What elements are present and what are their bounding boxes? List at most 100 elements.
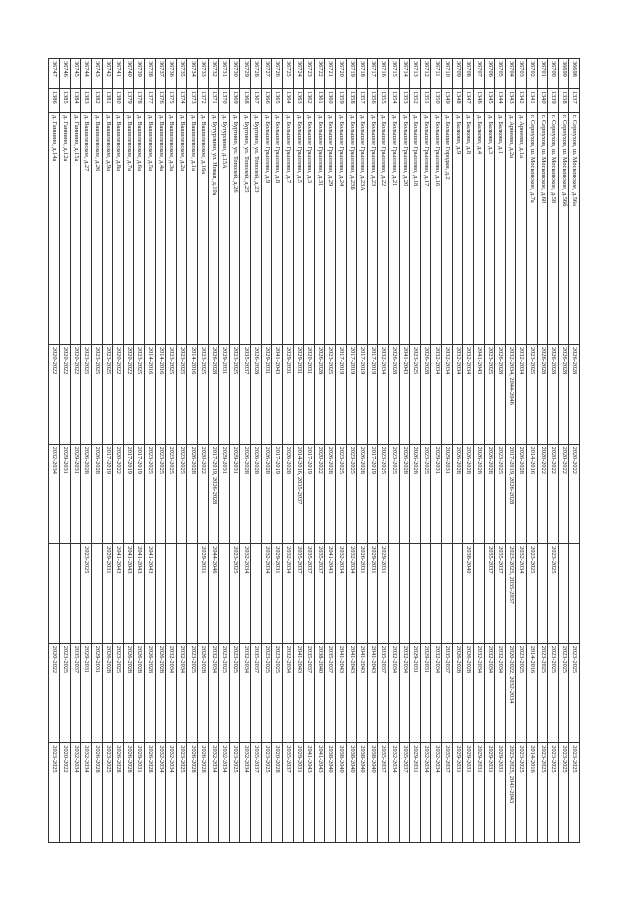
period-cell-3 (250, 543, 262, 644)
period-cell-4: 2032-2034 (282, 643, 294, 743)
row-number-cell: 1354 (388, 88, 400, 113)
period-cell-4: 2035-2037 (303, 643, 315, 743)
period-cell-3 (452, 543, 463, 644)
address-cell: д. Ганнино, д.12а (59, 112, 71, 345)
period-cell-3: 2032-2034 (240, 543, 251, 644)
row-id-cell: 36721 (324, 58, 336, 89)
row-id-cell: 36716 (377, 58, 389, 89)
period-cell-2: 2020-2022 (112, 444, 124, 544)
period-cell-4: 2026-2028 (133, 643, 145, 743)
period-cell-5: 2023-2025 (48, 742, 60, 843)
row-id-cell: 36701 (537, 58, 548, 89)
period-cell-1: 2041-2043 (473, 344, 485, 445)
period-cell-4: 2026-2028 (102, 643, 113, 743)
period-cell-5: 2026-2028 (91, 742, 103, 843)
row-number-cell: 1345 (484, 88, 495, 113)
period-cell-3 (420, 543, 431, 644)
period-cell-5: 2038-2040 (356, 742, 368, 843)
row-number-cell: 1378 (133, 88, 145, 113)
period-cell-3 (537, 543, 548, 644)
address-cell: д. Вашилевское, д.1а (186, 112, 198, 345)
period-cell-3: 2041-2043 (123, 543, 134, 644)
period-cell-2: 2020-2022 (197, 444, 209, 544)
period-cell-3 (441, 543, 453, 644)
row-number-cell: 1385 (59, 88, 71, 113)
row-id-cell: 36737 (155, 58, 166, 89)
period-cell-4: 2020-2022, 2032-2034 (505, 643, 516, 743)
row-number-cell: 1349 (441, 88, 453, 113)
period-cell-4: 2023-2025 (547, 643, 559, 743)
period-cell-3: 2041-2043 (144, 543, 156, 644)
period-cell-4: 2032-2034 (430, 643, 442, 743)
row-id-cell: 36735 (176, 58, 187, 89)
row-id-cell: 36742 (102, 58, 113, 89)
row-number-cell: 1342 (515, 88, 527, 113)
period-cell-2: 2029-2031 (229, 444, 240, 544)
row-number-cell: 1343 (505, 88, 516, 113)
address-cell: г. Серпухов, ш. Московское, д.58 (547, 112, 559, 345)
address-cell: д. Вашилевское, д.9а (102, 112, 113, 345)
period-cell-3 (165, 543, 177, 644)
address-cell: д. Большое Грызлово, д.29 (324, 112, 336, 345)
row-number-cell: 1376 (155, 88, 166, 113)
period-cell-3 (59, 543, 71, 644)
row-id-cell: 36711 (430, 58, 442, 89)
period-cell-5: 2032-2034 (420, 742, 431, 843)
period-cell-4: 2032-2034 (208, 643, 219, 743)
period-cell-1: 2041-2043 (271, 344, 283, 445)
period-cell-5: 2023-2025 (515, 742, 527, 843)
row-number-cell: 1360 (324, 88, 336, 113)
period-cell-5: 2023-2025 (537, 742, 548, 843)
row-id-cell: 36739 (133, 58, 145, 89)
period-cell-3 (70, 543, 81, 644)
period-cell-2: 2020-2022 (568, 444, 580, 544)
period-cell-2: 2017-2019 (271, 444, 283, 544)
row-number-cell: 1370 (218, 88, 230, 113)
address-cell: д. Большое Грызлово, д.9 (261, 112, 272, 345)
row-id-cell: 36728 (250, 58, 262, 89)
period-cell-1: 2023-2025 (176, 344, 187, 445)
row-number-cell: 1339 (547, 88, 559, 113)
period-cell-1: 2020-2031 (303, 344, 315, 445)
period-cell-3: 2035-2037 (314, 543, 325, 644)
period-cell-3: 2023-2025 (229, 543, 240, 644)
period-cell-1: 2035-2037 (240, 344, 251, 445)
address-cell: д. Большое Грызлово, д.7 (282, 112, 294, 345)
period-cell-2: 2023-2025 (377, 444, 389, 544)
period-cell-2: 2026-2028 (324, 444, 336, 544)
period-cell-5: 2032-2034 (80, 742, 92, 843)
row-number-cell: 1368 (240, 88, 251, 113)
period-cell-3 (568, 543, 580, 644)
period-cell-1: 2032-2034 (452, 344, 463, 445)
period-cell-1: 2017-2019 (346, 344, 357, 445)
period-cell-1: 2032-2034, 2044-2046 (505, 344, 516, 445)
address-cell: д. Вашилевское, д.4а (155, 112, 166, 345)
period-cell-2: 2020-2022 (558, 444, 569, 544)
period-cell-4: 2038-2040 (314, 643, 325, 743)
period-cell-4: 2035-2037 (377, 643, 389, 743)
period-cell-5: 2035-2037 (250, 742, 262, 843)
period-cell-4: 2026-2028 (144, 643, 156, 743)
period-cell-1: 2017-2019 (356, 344, 368, 445)
period-cell-3 (48, 543, 60, 644)
row-id-cell: 36705 (494, 58, 506, 89)
row-number-cell: 1357 (356, 88, 368, 113)
period-cell-4: 2023-2025 (515, 643, 527, 743)
period-cell-1: 2023-2025 (80, 344, 92, 445)
address-cell: г. Серпухов, ш. Московское, д.56а (568, 112, 580, 345)
row-number-cell: 1364 (282, 88, 294, 113)
address-cell: д. Большое Грызлово, д.23 (367, 112, 378, 345)
period-cell-4: 2029-2031 (91, 643, 103, 743)
period-cell-1: 2029-2031 (218, 344, 230, 445)
period-cell-5: 2038-2040 (335, 742, 347, 843)
period-cell-2: 2023-2025 (420, 444, 431, 544)
